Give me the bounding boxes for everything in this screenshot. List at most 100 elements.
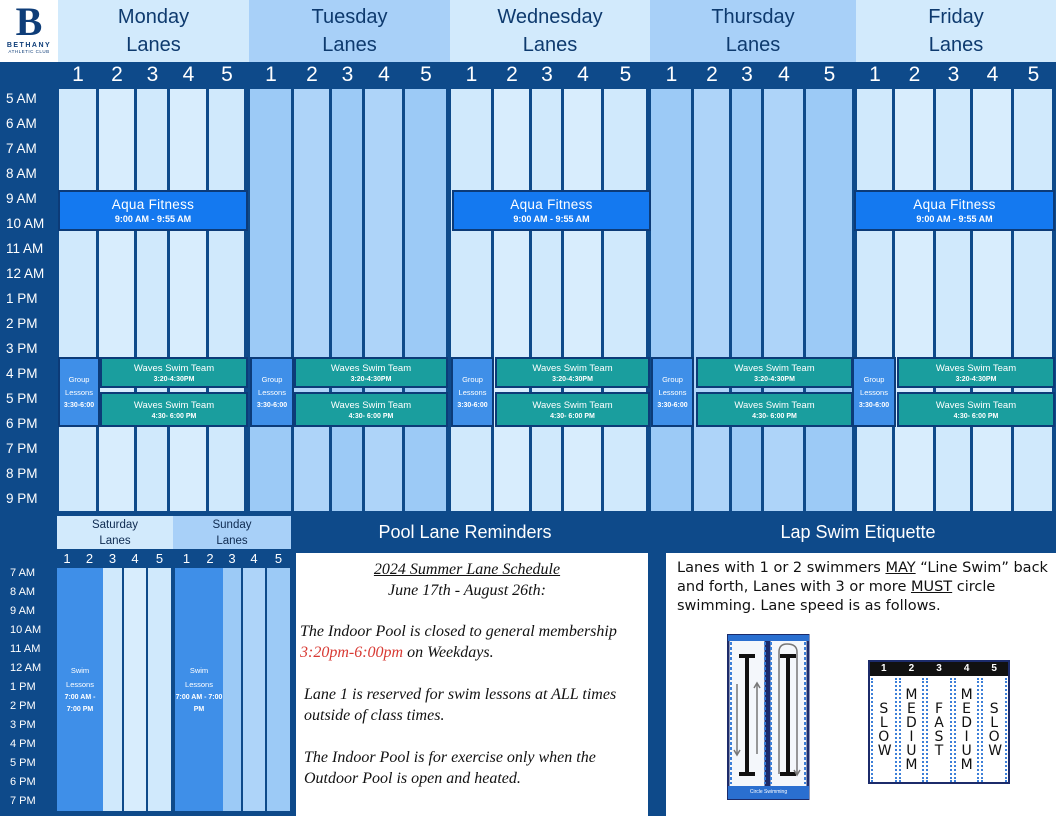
lesson-line1: Swim [70, 665, 90, 675]
hour-label: 10 AM [6, 216, 45, 231]
lane-number: 4 [182, 63, 195, 86]
weekend-lane-number: 1 [63, 551, 71, 566]
lane-number: 2 [111, 63, 123, 86]
weekend-lane-column [243, 568, 265, 811]
class-title: Waves Swim Team [133, 362, 215, 374]
lane-number: 1 [72, 63, 84, 86]
lane-column [365, 89, 402, 511]
weekend-lane-number: 4 [250, 551, 258, 566]
lane-column [532, 89, 561, 511]
class-time: 9:00 AM - 9:55 AM [513, 214, 590, 224]
lane-number: 4 [378, 63, 390, 86]
weekend-hour-label: 8 AM [10, 586, 36, 598]
lane-number: 3 [947, 63, 960, 86]
class-title: Waves Swim Team [734, 399, 815, 411]
reminder-closure: The Indoor Pool is closed to general mem… [300, 623, 617, 661]
lane-column [405, 89, 446, 511]
hour-label: 4 PM [6, 366, 38, 381]
lesson-line2: Lessons [66, 679, 94, 689]
lesson-time: 7:00 AM - 7:00 PM [64, 693, 96, 713]
reminder-exercise: The Indoor Pool is for exercise only whe… [304, 749, 596, 787]
lane-number: 5 [619, 63, 632, 86]
lanes-label: Lanes [99, 534, 131, 547]
speed-column: FAST [926, 678, 952, 782]
class-title: Aqua Fitness [510, 197, 593, 212]
speed-lane-number: 3 [936, 663, 942, 674]
class-time: 4:30- 6:00 PM [151, 412, 197, 420]
lanes-label: Lanes [725, 34, 781, 56]
hour-label: 11 AM [6, 241, 44, 256]
lane-number: 4 [986, 63, 999, 86]
lane-column [332, 89, 362, 511]
hour-label: 3 PM [6, 341, 38, 356]
class-time: 3:20-4:30PM [153, 375, 195, 383]
logo-subtitle: ATHLETIC CLUB [8, 49, 50, 54]
lane-number: 5 [420, 63, 432, 86]
speed-column: SLOW [871, 678, 897, 782]
aqua-fitness-monday: Aqua Fitness 9:00 AM - 9:55 AM [58, 190, 248, 231]
aqua-fitness-friday: Aqua Fitness 9:00 AM - 9:55 AM [854, 190, 1055, 231]
class-time: 9:00 AM - 9:55 AM [916, 214, 993, 224]
weekend-hour-label: 6 PM [10, 776, 36, 788]
lane-number: 1 [465, 63, 478, 86]
lane-number: 5 [221, 63, 233, 86]
class-time: 4:30- 6:00 PM [752, 412, 797, 420]
weekend-lane-number: 2 [206, 551, 214, 566]
class-time: 3:20-4:30PM [955, 375, 997, 383]
lane-column [936, 89, 970, 511]
lane-number: 2 [506, 63, 518, 86]
class-time: 3:20-4:30PM [350, 375, 392, 383]
lane-number: 2 [306, 63, 318, 86]
lesson-line2: Lessons [860, 387, 888, 397]
hour-label: 7 AM [6, 141, 37, 156]
day-header-thursday: Thursday Lanes [650, 0, 856, 62]
lane-column [857, 89, 892, 511]
lane-number: 5 [1027, 63, 1040, 86]
hour-label: 5 AM [6, 91, 37, 106]
speed-label: MEDIUM [905, 687, 918, 773]
lesson-line1: Group [261, 374, 283, 384]
lanes-label: Lanes [928, 34, 984, 56]
lesson-line2: Lessons [658, 387, 687, 397]
day-name: Friday [928, 6, 984, 28]
speed-lane-number: 2 [908, 663, 915, 674]
lesson-line1: Group [863, 374, 885, 384]
day-name: Wednesday [497, 6, 603, 28]
weekend-lane-number: 5 [274, 551, 283, 566]
lane-column [651, 89, 691, 511]
speed-lane-numbers [870, 662, 1008, 676]
speed-label: MEDIUM [960, 687, 973, 773]
swim-lessons-saturday: Swim Lessons 7:00 AM - 7:00 PM [57, 568, 103, 811]
hour-label: 8 AM [6, 166, 37, 181]
day-name: Monday [117, 6, 190, 28]
day-name: Thursday [711, 6, 795, 28]
lesson-line2: Lessons [458, 387, 487, 397]
weekend-hour-label: 9 AM [10, 605, 36, 617]
day-header-friday: Friday Lanes [856, 0, 1056, 62]
hour-label: 9 PM [6, 491, 38, 506]
lane-column [973, 89, 1011, 511]
reminder-lane-one: Lane 1 is reserved for swim lessons at A… [304, 686, 617, 724]
weekend-hour-label: 7 AM [10, 567, 36, 579]
lane-number: 3 [741, 63, 753, 86]
day-header-monday: Monday Lanes [58, 0, 249, 62]
hour-label: 2 PM [6, 316, 38, 331]
hour-label: 6 AM [6, 116, 37, 131]
class-title: Waves Swim Team [935, 362, 1017, 374]
lane-column [250, 89, 291, 511]
etiquette-text: Lanes with 1 or 2 swimmers MAY “Line Swi… [677, 560, 1048, 614]
weekend-lane-number: 1 [182, 551, 191, 566]
lane-column [1014, 89, 1052, 511]
class-title: Aqua Fitness [913, 197, 996, 212]
lesson-line1: Group [68, 374, 90, 384]
lesson-time: 7:00 AM - 7:00 PM [175, 693, 223, 713]
